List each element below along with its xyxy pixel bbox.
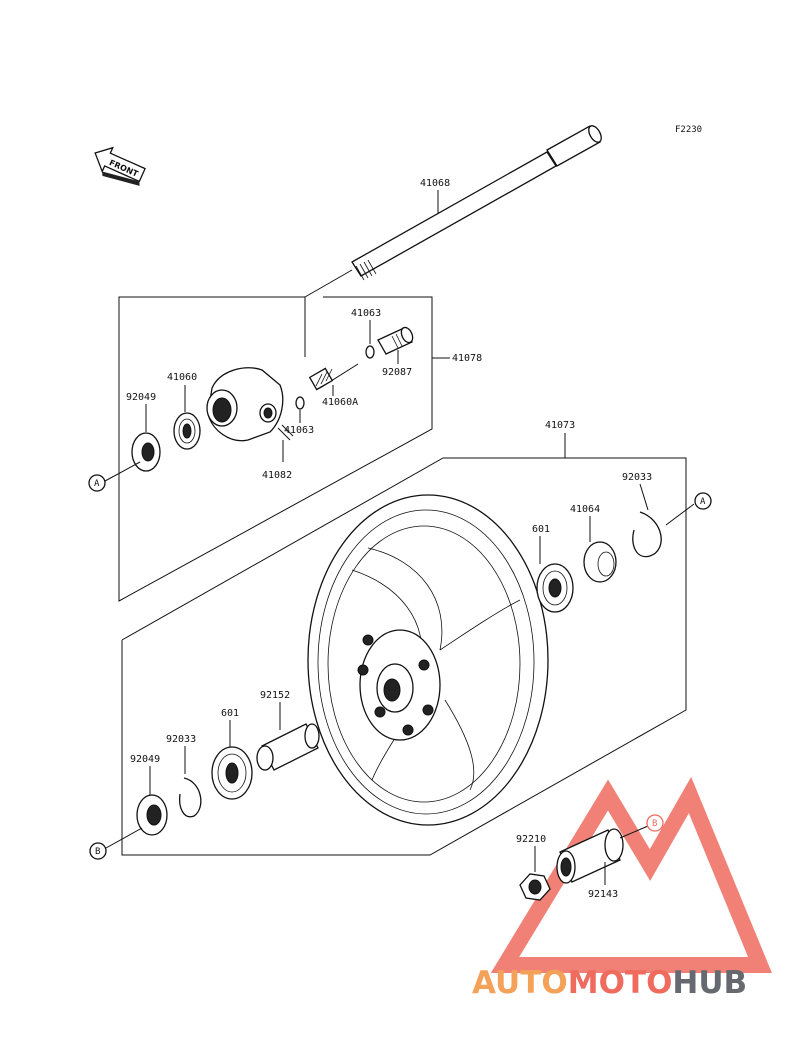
bushing (377, 326, 414, 355)
part-label-601-left: 601 (221, 708, 239, 719)
part-label-41063-top: 41063 (351, 308, 381, 319)
part-label-92143: 92143 (588, 889, 618, 900)
svg-text:B: B (95, 847, 100, 857)
part-label-41073: 41073 (545, 420, 575, 431)
gearbox-housing (206, 367, 284, 442)
part-label-92152: 92152 (260, 690, 290, 701)
svg-text:A: A (94, 479, 100, 489)
part-label-41060A: 41060A (322, 397, 358, 408)
part-label-41064: 41064 (570, 504, 600, 515)
front-arrow-icon: FRONT (94, 146, 146, 186)
part-label-41082: 41082 (262, 470, 292, 481)
part-label-601-right: 601 (532, 524, 550, 535)
circlip-left (178, 777, 202, 818)
washer-lower (295, 396, 305, 410)
seal-left-top (131, 432, 161, 472)
bearing-left (211, 746, 253, 800)
part-label-92049-bottom: 92049 (130, 754, 160, 765)
callout-a-right (694, 492, 712, 510)
wheel-group-outline (121, 457, 687, 856)
collar (556, 828, 624, 884)
part-label-92033-right: 92033 (622, 472, 652, 483)
svg-text:A: A (700, 497, 706, 507)
pin (277, 424, 294, 441)
seal-left-bottom (136, 794, 168, 836)
axle (351, 125, 602, 281)
nut (519, 873, 551, 901)
part-label-92049-top: 92049 (126, 392, 156, 403)
part-label-41060: 41060 (167, 372, 197, 383)
bearing-right (536, 563, 574, 613)
wheel-rim (307, 494, 549, 826)
part-label-41063-lower: 41063 (284, 425, 314, 436)
svg-text:B: B (652, 819, 657, 829)
pinion-gear (308, 363, 359, 391)
diagram-code: F2230 (675, 125, 702, 135)
part-label-41078: 41078 (452, 353, 482, 364)
part-label-92033-left: 92033 (166, 734, 196, 745)
spacer (256, 723, 320, 771)
callout-a-left (88, 474, 106, 492)
part-label-41068: 41068 (420, 178, 450, 189)
callout-b-left (89, 842, 107, 860)
automotohub-logo-icon (490, 776, 772, 973)
automotohub-wordmark: AUTOMOTOHUB (472, 965, 747, 1001)
part-label-92087: 92087 (382, 367, 412, 378)
washer-top (365, 345, 375, 359)
retainer (583, 541, 617, 583)
gearbox-group-outline (118, 296, 433, 602)
circlip-right (632, 511, 662, 558)
drive-gear (173, 412, 201, 450)
callout-b-right (646, 814, 664, 832)
part-label-92210: 92210 (516, 834, 546, 845)
